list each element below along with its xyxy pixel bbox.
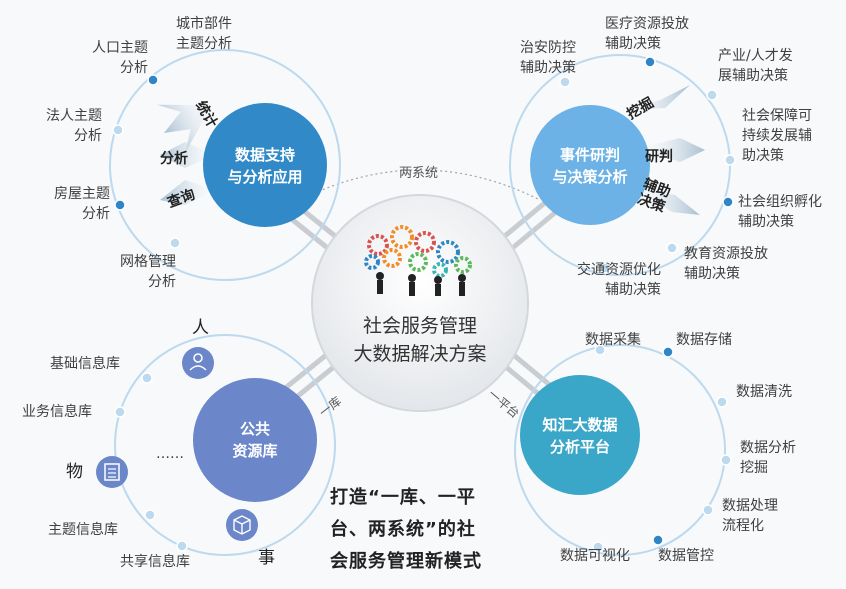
tr-item-traffic-l2: 辅助决策 xyxy=(605,282,661,298)
hub-top-left-line1: 数据支持 xyxy=(234,146,295,164)
tl-item-city: 城市部件主题分析 xyxy=(176,14,232,54)
tl-item-population-l2: 分析 xyxy=(120,60,148,76)
left-hub-arrows xyxy=(156,104,215,205)
tr-item-traffic: 交通资源优化辅助决策 xyxy=(555,260,661,300)
tr-item-social-org-l1: 社会组织孵化 xyxy=(738,194,822,210)
tr-item-security-l1: 治安防控 xyxy=(520,40,576,56)
hub-top-left-circle xyxy=(203,103,327,227)
tr-item-medical-l2: 辅助决策 xyxy=(605,36,661,52)
tr-item-education: 教育资源投放辅助决策 xyxy=(684,244,768,284)
hub-top-right-line2: 与决策分析 xyxy=(552,168,628,186)
br-item-process: 数据处理流程化 xyxy=(722,496,778,536)
tl-item-city-l2: 主题分析 xyxy=(176,36,232,52)
ring-dots xyxy=(112,56,736,553)
tl-item-grid-l1: 网格管理 xyxy=(120,254,176,270)
tr-item-education-l2: 辅助决策 xyxy=(684,266,740,282)
br-item-collect: 数据采集 xyxy=(585,332,641,348)
bl-item-shared: 共享信息库 xyxy=(120,554,190,570)
tr-item-social-security-l3: 助决策 xyxy=(742,148,784,164)
hub-top-left-line2: 与分析应用 xyxy=(227,168,303,186)
bl-ellipsis: …… xyxy=(156,446,184,462)
slogan-line2: 台、两系统”的社 xyxy=(330,519,476,540)
bl-item-topic: 主题信息库 xyxy=(48,522,118,538)
br-item-clean: 数据清洗 xyxy=(736,384,792,400)
arrow-label-analysis: 分析 xyxy=(160,151,188,167)
tr-item-social-org-l2: 辅助决策 xyxy=(738,214,794,230)
center-circle xyxy=(311,194,529,412)
tl-item-grid-l2: 分析 xyxy=(148,274,176,290)
tr-item-industry-l1: 产业/人才发 xyxy=(718,48,793,64)
bl-label-thing: 物 xyxy=(66,462,83,482)
right-hub-arrows xyxy=(625,85,705,215)
thing-icon xyxy=(96,456,128,488)
tr-item-medical-l1: 医疗资源投放 xyxy=(605,16,689,32)
tr-item-education-l1: 教育资源投放 xyxy=(684,246,768,262)
tl-item-legal: 法人主题分析 xyxy=(22,106,102,146)
center-title: 社会服务管理 大数据解决方案 xyxy=(330,312,510,368)
hub-bottom-left-line1: 公共 xyxy=(239,420,270,438)
br-item-analyze-l1: 数据分析 xyxy=(740,440,796,456)
person-icon xyxy=(182,347,214,379)
tl-item-legal-l2: 分析 xyxy=(74,128,102,144)
br-item-store: 数据存储 xyxy=(676,332,732,348)
two-systems-arc xyxy=(299,169,541,201)
hub-top-right-title: 事件研判 与决策分析 xyxy=(530,144,650,188)
hub-bottom-left-line2: 资源库 xyxy=(232,442,278,460)
hub-top-left-title: 数据支持 与分析应用 xyxy=(205,144,325,188)
tl-item-population-l1: 人口主题 xyxy=(92,40,148,56)
tr-item-security: 治安防控辅助决策 xyxy=(520,38,576,78)
hub-top-right-circle xyxy=(530,105,650,225)
gears-people-icon xyxy=(364,225,472,296)
slogan: 打造“一库、一平 台、两系统”的社 会服务管理新模式 xyxy=(330,482,482,578)
tr-item-traffic-l1: 交通资源优化 xyxy=(577,262,661,278)
tl-item-legal-l1: 法人主题 xyxy=(46,108,102,124)
tl-item-population: 人口主题分析 xyxy=(68,38,148,78)
connector-two-systems: 两系统 xyxy=(399,166,439,181)
bl-label-event: 事 xyxy=(258,548,275,568)
br-item-analyze-l2: 挖掘 xyxy=(740,460,768,476)
hub-bottom-right-line2: 分析平台 xyxy=(549,438,610,456)
bl-item-basic: 基础信息库 xyxy=(50,356,120,372)
center-title-line1: 社会服务管理 xyxy=(362,315,477,337)
tl-item-grid: 网格管理分析 xyxy=(98,252,176,292)
arrow-label-judge: 研判 xyxy=(645,149,673,165)
tr-item-medical: 医疗资源投放辅助决策 xyxy=(605,14,689,54)
tr-item-security-l2: 辅助决策 xyxy=(520,60,576,76)
hub-bottom-left-title: 公共 资源库 xyxy=(195,418,315,462)
tr-item-industry: 产业/人才发展辅助决策 xyxy=(718,46,793,86)
tl-item-city-l1: 城市部件 xyxy=(176,16,232,32)
tl-item-housing: 房屋主题分析 xyxy=(22,184,110,224)
hub-bottom-right-title: 知汇大数据 分析平台 xyxy=(520,414,640,458)
tr-item-industry-l2: 展辅助决策 xyxy=(718,68,788,84)
br-item-analyze: 数据分析挖掘 xyxy=(740,438,796,478)
hub-top-right-line1: 事件研判 xyxy=(559,146,620,164)
hub-bottom-right-line1: 知汇大数据 xyxy=(542,416,618,434)
br-item-control: 数据管控 xyxy=(658,548,714,564)
slogan-line3: 会服务管理新模式 xyxy=(330,551,482,572)
bl-label-person: 人 xyxy=(192,318,209,338)
hub-bottom-right-circle xyxy=(520,375,640,495)
event-icon xyxy=(226,509,258,541)
tr-item-social-security: 社会保障可持续发展辅助决策 xyxy=(742,106,812,166)
br-item-process-l1: 数据处理 xyxy=(722,498,778,514)
center-title-line2: 大数据解决方案 xyxy=(353,343,487,365)
slogan-line1: 打造“一库、一平 xyxy=(330,487,476,508)
br-item-visual: 数据可视化 xyxy=(560,548,630,564)
tr-item-social-security-l2: 持续发展辅 xyxy=(742,128,812,144)
hub-bottom-left-circle xyxy=(193,378,317,502)
br-item-process-l2: 流程化 xyxy=(722,518,764,534)
bl-item-business: 业务信息库 xyxy=(22,404,92,420)
tr-item-social-org: 社会组织孵化辅助决策 xyxy=(738,192,822,232)
tr-item-social-security-l1: 社会保障可 xyxy=(742,108,812,124)
tl-item-housing-l2: 分析 xyxy=(82,206,110,222)
tl-item-housing-l1: 房屋主题 xyxy=(54,186,110,202)
